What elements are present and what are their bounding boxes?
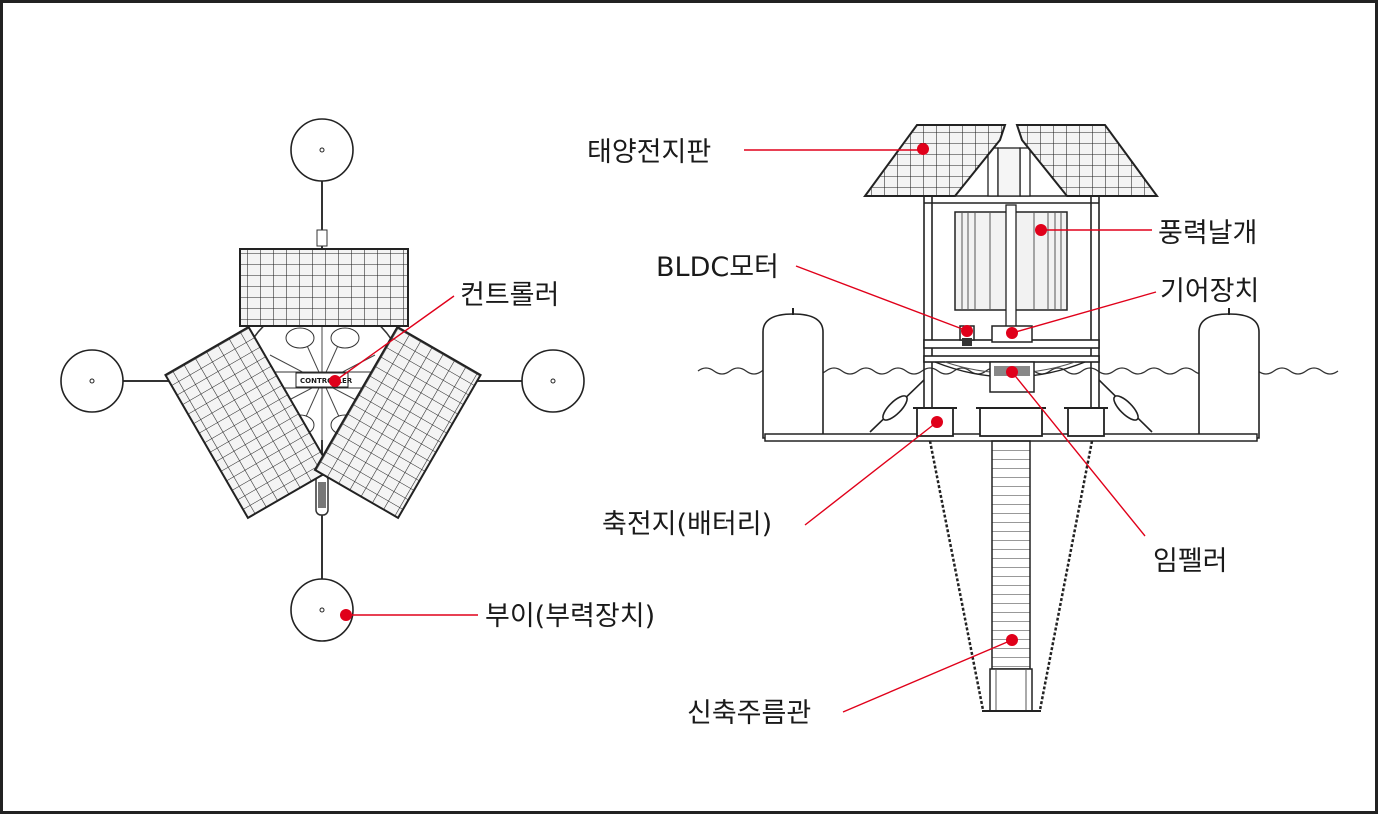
battery-box-center xyxy=(976,407,1046,437)
side-view-drawing xyxy=(697,124,1339,712)
label-bellows-tube: 신축주름관 xyxy=(687,698,811,729)
solar-panel-right xyxy=(313,325,482,520)
bellows-tube xyxy=(982,440,1041,712)
label-bldc-motor: BLDC모터 xyxy=(656,252,779,283)
label-gear: 기어장치 xyxy=(1160,276,1259,307)
top-view-drawing: CONTROLLER xyxy=(60,118,585,642)
solar-panel-left xyxy=(164,325,333,520)
buoy-left xyxy=(60,349,124,413)
wind-blades xyxy=(954,204,1068,336)
solar-panel-roof-right xyxy=(1015,124,1159,197)
buoy-top xyxy=(290,118,354,182)
buoy-bottom xyxy=(290,578,354,642)
callouts xyxy=(329,143,1157,713)
float-left xyxy=(762,308,824,439)
label-solar-panel: 태양전지판 xyxy=(587,137,711,168)
float-right xyxy=(1198,308,1260,439)
label-buoy: 부이(부력장치) xyxy=(485,601,655,632)
label-wind-blade: 풍력날개 xyxy=(1158,218,1257,249)
buoy-right xyxy=(521,349,585,413)
battery-box-right xyxy=(1064,407,1108,437)
label-impeller: 임펠러 xyxy=(1153,546,1228,577)
controller-box-text: CONTROLLER xyxy=(300,377,353,385)
chain-left xyxy=(928,440,985,711)
label-battery: 축전지(배터리) xyxy=(602,509,772,540)
solar-panel-roof-left xyxy=(863,124,1007,197)
label-controller: 컨트롤러 xyxy=(460,280,559,311)
chain-right xyxy=(1038,440,1094,711)
solar-panel-top xyxy=(239,248,409,327)
